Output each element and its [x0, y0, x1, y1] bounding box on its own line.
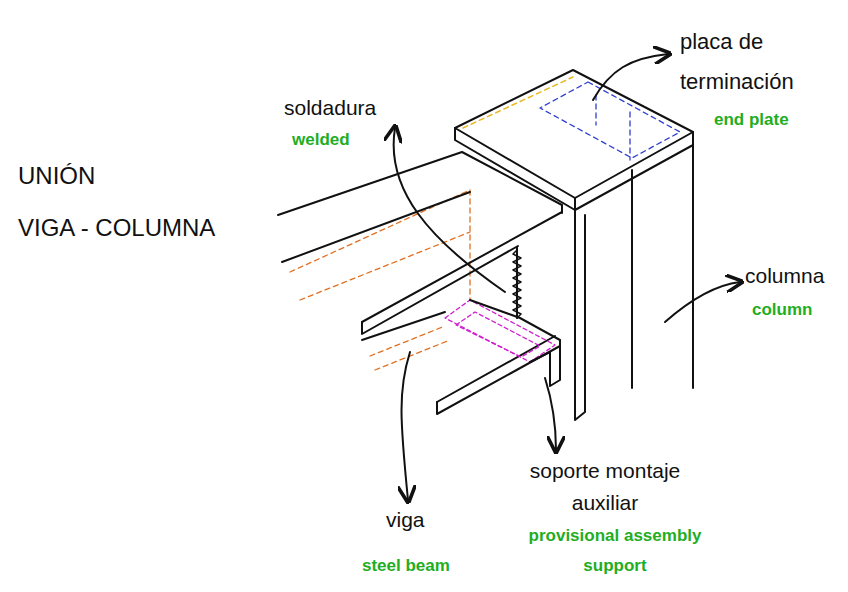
callout-label: soldadura — [284, 96, 376, 120]
hidden-edge — [463, 77, 573, 128]
callout-label: viga — [386, 508, 425, 532]
support-hidden — [445, 300, 555, 362]
end-plate — [455, 70, 693, 210]
weld-seam — [513, 250, 521, 318]
callout-translation: welded — [292, 130, 350, 150]
hidden-column-outline — [540, 82, 680, 160]
line-spacer — [128, 150, 268, 190]
assembly-support — [470, 300, 560, 386]
callout-label: placa de terminación — [680, 22, 820, 102]
steel-beam — [278, 152, 562, 414]
callout-label: soporte montaje auxiliar — [505, 455, 705, 519]
callout-translation: provisional assembly support — [500, 521, 730, 581]
callout-translation: column — [752, 300, 812, 320]
callout-label: columna — [745, 264, 824, 288]
column — [575, 145, 693, 420]
hidden-beam-lines — [290, 190, 470, 370]
callout-translation: end plate — [714, 110, 789, 130]
callout-translation: steel beam — [362, 556, 450, 576]
leader-arrow — [394, 54, 740, 500]
diagram-title: UNIÓN VIGA - COLUMNA — [18, 150, 268, 254]
